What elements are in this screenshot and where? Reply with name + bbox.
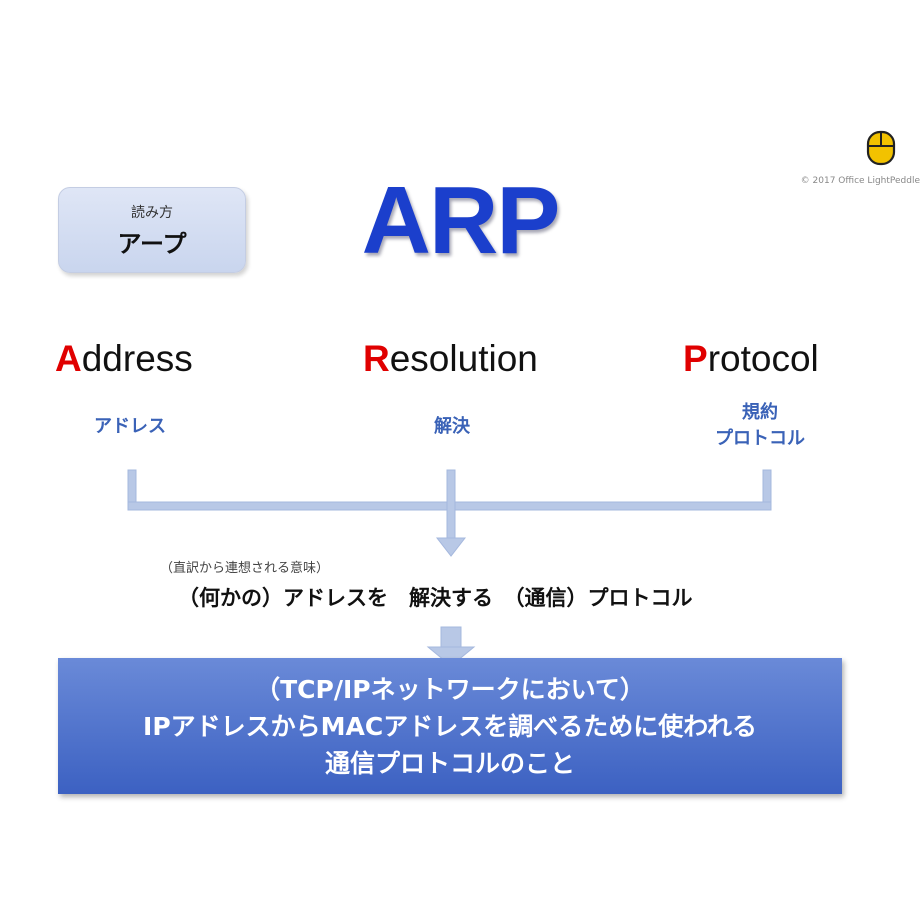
term-initial: R bbox=[363, 338, 390, 379]
block-arrow-head bbox=[426, 646, 476, 667]
definition-line: 通信プロトコルのこと bbox=[324, 748, 575, 778]
meaning-line: 解決 bbox=[434, 416, 470, 437]
meaning-address: アドレス bbox=[60, 414, 200, 440]
literal-meaning: （何かの）アドレスを 解決する （通信）プロトコル bbox=[178, 586, 693, 610]
term-initial: A bbox=[55, 338, 82, 379]
copyright-text: © 2017 Office LightPeddle bbox=[800, 176, 920, 186]
term-initial: P bbox=[683, 338, 708, 379]
meaning-resolution: 解決 bbox=[392, 414, 512, 440]
page-title: ARP bbox=[361, 167, 561, 274]
term-resolution: Resolution bbox=[363, 338, 538, 380]
term-rest: esolution bbox=[389, 338, 538, 379]
definition-box: （TCP/IPネットワークにおいて） IPアドレスからMACアドレスを調べるため… bbox=[58, 658, 842, 794]
block-arrow-stem bbox=[440, 626, 462, 648]
connector-arrow-head bbox=[435, 537, 467, 557]
mouse-icon bbox=[866, 130, 896, 166]
term-rest: ddress bbox=[81, 338, 193, 379]
definition-line: IPアドレスからMACアドレスを調べるために使われる bbox=[143, 711, 757, 741]
meaning-line: アドレス bbox=[94, 416, 166, 437]
meaning-protocol: 規約 プロトコル bbox=[680, 400, 840, 452]
meaning-line: プロトコル bbox=[715, 428, 805, 449]
literal-caption: （直訳から連想される意味） bbox=[160, 561, 330, 576]
reading-label: 読み方 bbox=[131, 205, 173, 221]
term-address: Address bbox=[55, 338, 193, 380]
reading-box: 読み方 アープ bbox=[58, 187, 246, 273]
meaning-line: 規約 bbox=[742, 402, 778, 423]
definition-line: （TCP/IPネットワークにおいて） bbox=[255, 674, 645, 704]
reading-value: アープ bbox=[117, 230, 187, 258]
term-rest: rotocol bbox=[707, 338, 819, 379]
term-protocol: Protocol bbox=[683, 338, 819, 380]
connector-center-stem bbox=[446, 469, 456, 541]
